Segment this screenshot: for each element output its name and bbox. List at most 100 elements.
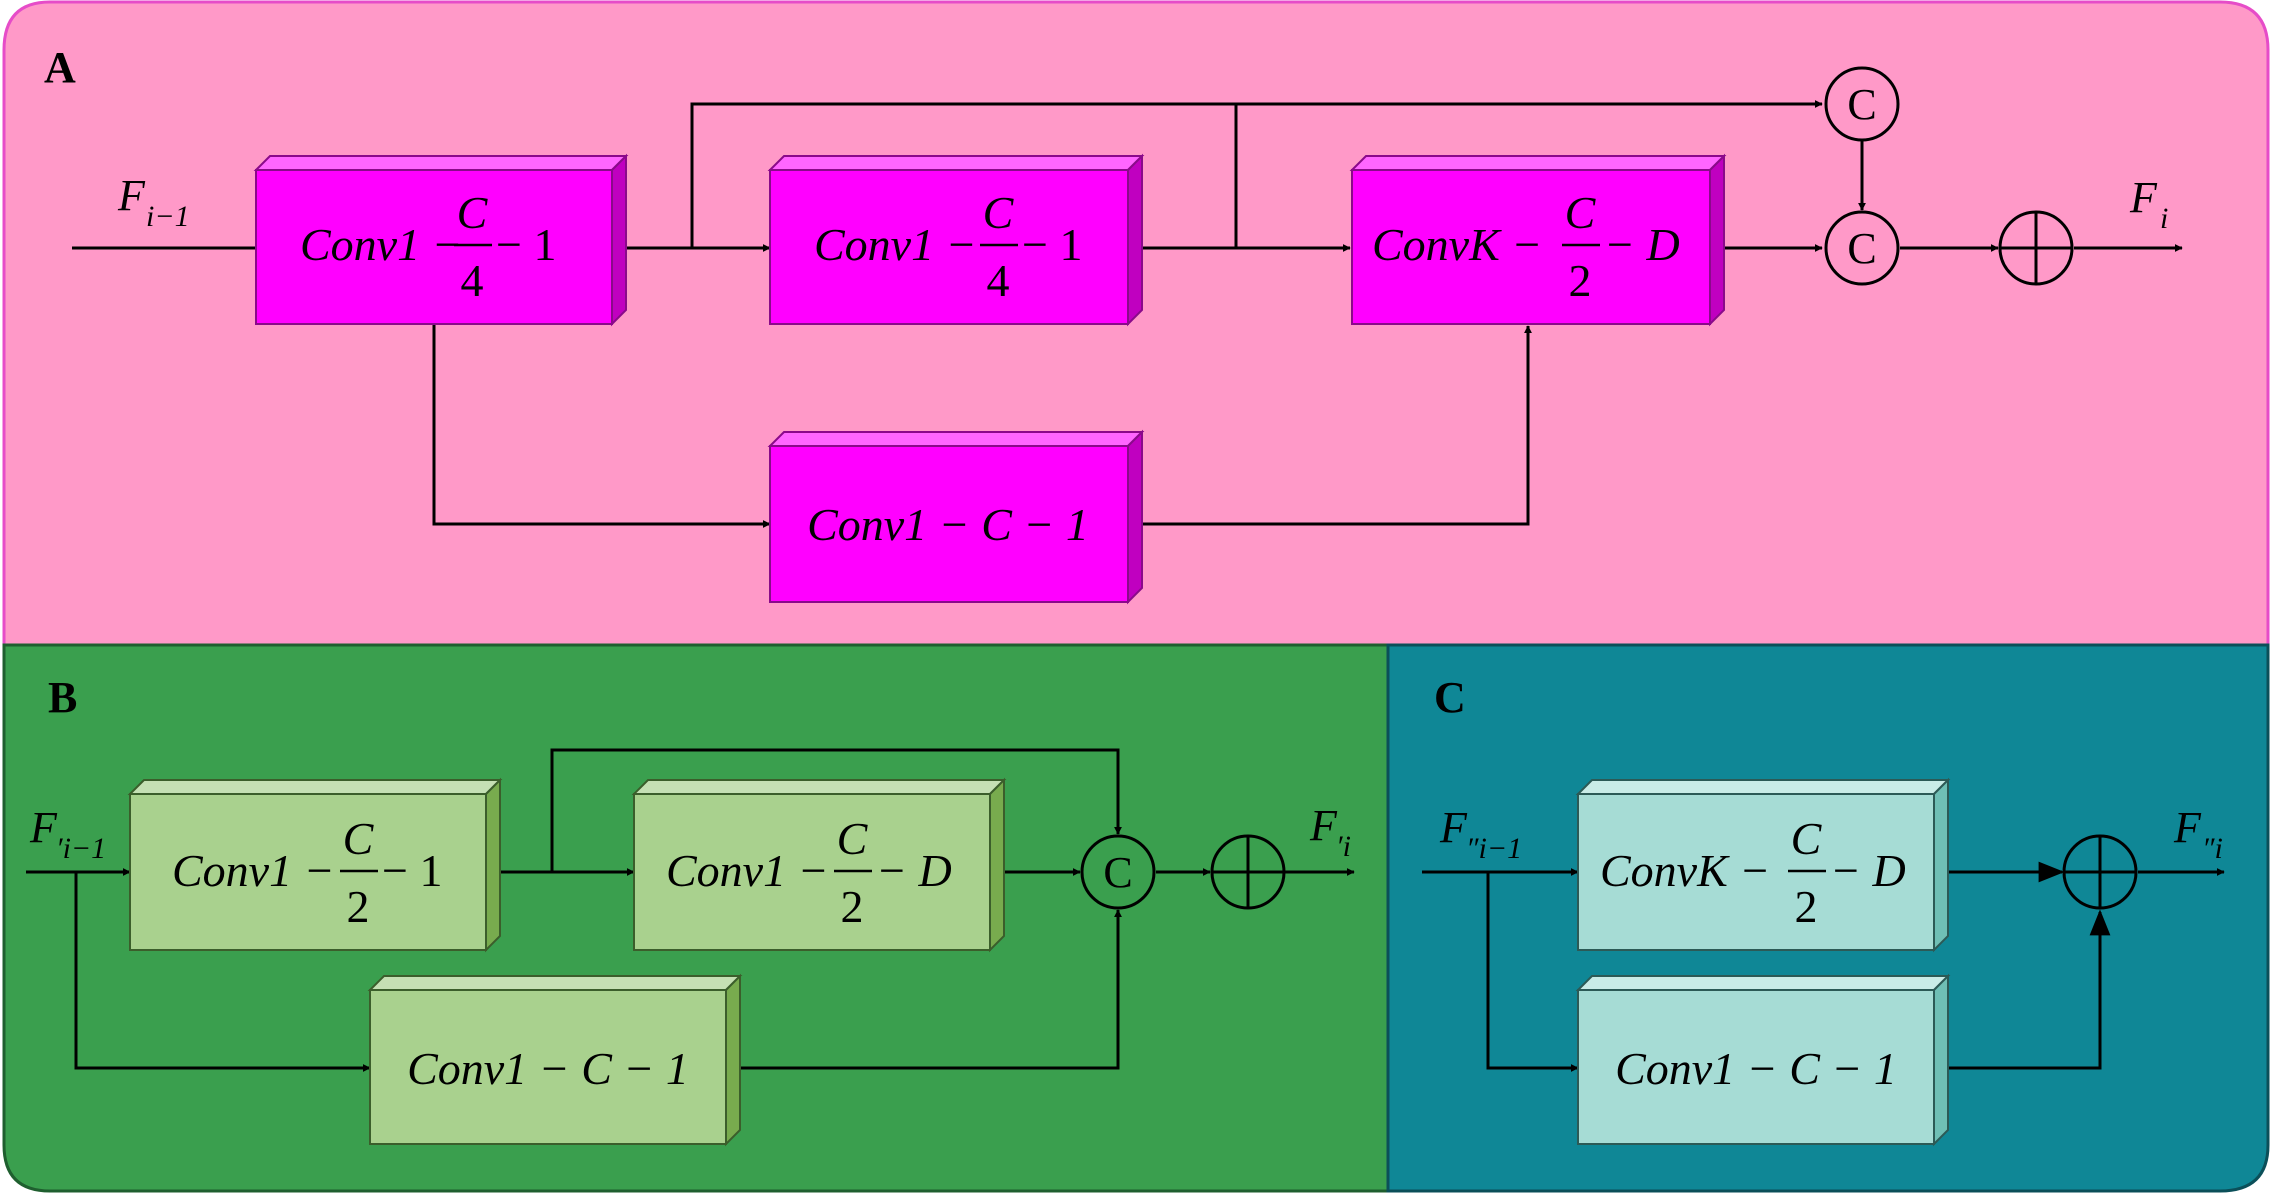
block-front-face	[633, 793, 991, 951]
concat-label: C	[1847, 80, 1876, 129]
c-add-node	[2062, 834, 2138, 910]
a-block-convk-c2-d: ConvK − C 2 − D	[1349, 153, 1727, 327]
block-top-face	[127, 779, 503, 795]
a-wire-branch-down	[432, 324, 771, 528]
block-fraction-numerator: C	[837, 813, 869, 864]
b-wire-top-skip	[550, 748, 1122, 872]
b-output-subscript: ′i	[1336, 830, 1351, 863]
block-side-face	[1933, 973, 1949, 1147]
a-block-conv1-c4-1: Conv1 − C 4 − 1	[253, 153, 629, 327]
a-concat-node: C	[1824, 210, 1900, 286]
block-top-face	[1575, 975, 1951, 991]
block-side-face	[725, 973, 741, 1147]
c-block-convk-c2-d: ConvK − C 2 − D	[1575, 777, 1951, 953]
block-side-face	[989, 777, 1005, 953]
a-input-subscript: i−1	[146, 200, 190, 233]
svg-text:F: F	[2129, 173, 2158, 222]
a-concat-node-top: C	[1824, 66, 1900, 142]
a-block-conv1-c4-1-second: Conv1 − C 4 − 1	[767, 153, 1145, 327]
a-wire-top-skip	[690, 100, 1823, 248]
block-top-face	[1349, 155, 1727, 171]
block-top-face	[1575, 779, 1951, 795]
svg-text:F: F	[1309, 801, 1338, 850]
block-fraction-denominator: 2	[347, 881, 370, 932]
block-fraction-denominator: 2	[1569, 255, 1592, 306]
panel-b: Conv1 − C 2 − 1 Conv1 − C 2 − D Conv1 − …	[26, 748, 1355, 1147]
block-label-tail: − 1	[496, 219, 556, 270]
svg-text:F: F	[117, 171, 146, 220]
block-side-face	[1127, 153, 1143, 327]
block-front-face	[1577, 793, 1935, 951]
panel-c-label: C	[1434, 673, 1466, 722]
block-top-face	[631, 779, 1007, 795]
a-add-node	[1998, 210, 2074, 286]
b-concat-node: C	[1080, 834, 1156, 910]
b-input-subscript: ′i−1	[56, 832, 106, 865]
c-block-conv1-c-1: Conv1 − C − 1	[1575, 973, 1951, 1147]
block-side-face	[1127, 429, 1143, 605]
block-label: Conv1 −	[666, 845, 829, 896]
a-input-label: F i−1	[117, 171, 190, 233]
block-label: Conv1 − C − 1	[1615, 1043, 1897, 1094]
svg-text:F: F	[29, 803, 58, 852]
c-wire-b2-add	[1936, 909, 2111, 1070]
panel-a: Conv1 − C 4 − 1 Conv1 − C 4 − 1 ConvK − …	[72, 66, 2183, 605]
block-front-face	[255, 169, 613, 325]
panel-c: ConvK − C 2 − D Conv1 − C − 1 F ″i−1 F ″…	[1422, 777, 2225, 1147]
a-block-conv1-c-1: Conv1 − C − 1	[767, 429, 1145, 605]
block-front-face	[1577, 989, 1935, 1145]
c-input-subscript: ″i−1	[1466, 832, 1522, 865]
block-label: ConvK −	[1372, 219, 1542, 270]
a-output-subscript: i	[2160, 202, 2168, 235]
block-label-tail: − D	[1604, 219, 1680, 270]
concat-label: C	[1103, 848, 1132, 897]
c-wire-branch-down	[1486, 872, 1579, 1072]
b-input-label: F ′i−1	[29, 803, 106, 865]
concat-label: C	[1847, 224, 1876, 273]
block-label: Conv1 − C − 1	[807, 499, 1089, 550]
block-fraction-numerator: C	[343, 813, 375, 864]
block-side-face	[611, 153, 627, 327]
block-fraction-denominator: 4	[461, 255, 484, 306]
a-wire-b4-b3	[1124, 325, 1532, 526]
block-fraction-numerator: C	[1791, 813, 1823, 864]
block-side-face	[1933, 777, 1949, 953]
b-wire-b3-concat	[724, 909, 1122, 1070]
block-label: Conv1 −	[300, 219, 463, 270]
block-label-tail: − D	[1830, 845, 1906, 896]
block-top-face	[767, 155, 1145, 171]
block-side-face	[1709, 153, 1725, 327]
a-output-label: F i	[2129, 173, 2168, 235]
block-front-face	[369, 989, 727, 1145]
block-fraction-denominator: 4	[987, 255, 1010, 306]
panel-a-label: A	[44, 43, 76, 92]
block-fraction-numerator: C	[457, 187, 489, 238]
block-fraction-denominator: 2	[1795, 881, 1818, 932]
svg-text:F: F	[1439, 803, 1468, 852]
b-add-node	[1210, 834, 1286, 910]
block-fraction-denominator: 2	[841, 881, 864, 932]
block-front-face	[769, 445, 1129, 603]
block-front-face	[769, 169, 1129, 325]
panel-b-label: B	[48, 673, 77, 722]
block-label: ConvK −	[1600, 845, 1770, 896]
block-front-face	[1351, 169, 1711, 325]
b-block-conv1-c2-d: Conv1 − C 2 − D	[631, 777, 1007, 953]
block-label: Conv1 −	[814, 219, 977, 270]
c-output-subscript: ″i	[2202, 832, 2223, 865]
block-top-face	[367, 975, 743, 991]
b-wire-branch-down	[74, 872, 371, 1072]
c-output-label: F ″i	[2173, 803, 2223, 865]
block-fraction-numerator: C	[1565, 187, 1597, 238]
b-block-conv1-c-1: Conv1 − C − 1	[367, 973, 743, 1147]
c-input-label: F ″i−1	[1439, 803, 1522, 865]
block-top-face	[767, 431, 1145, 447]
block-top-face	[253, 155, 629, 171]
b-output-label: F ′i	[1309, 801, 1351, 863]
block-side-face	[485, 777, 501, 953]
block-fraction-numerator: C	[983, 187, 1015, 238]
block-label-tail: − D	[876, 845, 952, 896]
block-label: Conv1 −	[172, 845, 335, 896]
block-label-tail: − 1	[1022, 219, 1082, 270]
